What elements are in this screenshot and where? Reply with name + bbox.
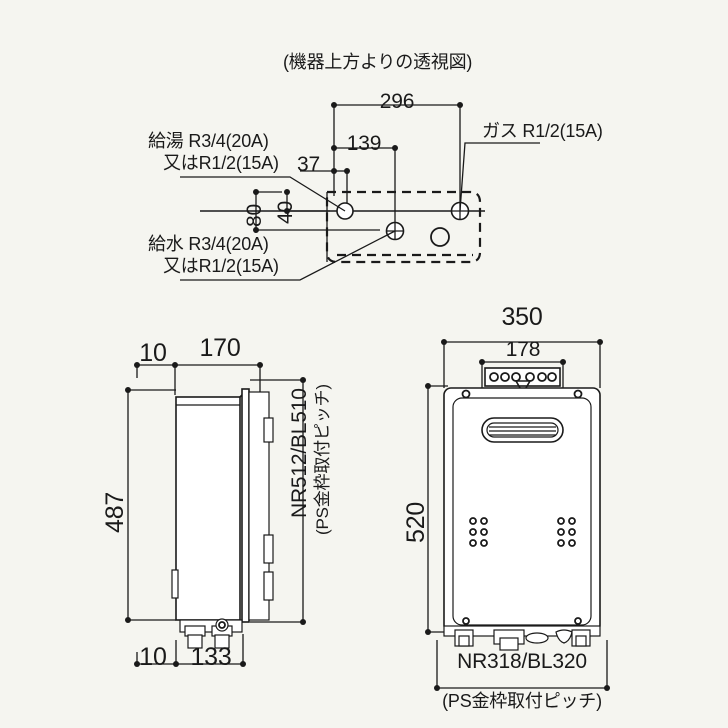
leader-cold-water [180, 230, 396, 281]
leader-hot-water [180, 176, 346, 212]
front-dot-grid-right [557, 517, 576, 547]
callout-hot-water-line1: 給湯 R3/4(20A) [148, 131, 269, 151]
port-drain [430, 227, 450, 247]
dim-296-label: 296 [379, 90, 415, 113]
callout-hot-water-line2: 又はR1/2(15A) [163, 153, 279, 173]
callout-cold-water-line2: 又はR1/2(15A) [163, 256, 279, 276]
dim-40-label: 40 [274, 201, 297, 224]
front-dot-grid-left [469, 517, 488, 547]
leader-gas [459, 142, 540, 212]
front-control-pointer [514, 380, 532, 395]
dim-139-label: 139 [346, 132, 382, 155]
side-dim-133-label: 133 [190, 643, 232, 671]
front-bottom-fittings [443, 625, 601, 651]
dim-80-label: 80 [243, 204, 266, 227]
front-dim-350-label: 350 [501, 303, 543, 331]
side-pitch-model-label: NR512/BL510 [288, 388, 311, 518]
side-bracket-tab-bot [263, 571, 274, 601]
side-dim-170-label: 170 [199, 334, 241, 362]
side-dim-487-label: 487 [101, 491, 129, 533]
callout-cold-water-line1: 給水 R3/4(20A) [148, 234, 269, 254]
front-screw-tr [573, 389, 583, 399]
dim-37-label: 37 [297, 153, 320, 176]
side-dim-10-bottom-label: 10 [139, 643, 167, 671]
side-bottom-fittings [179, 618, 243, 649]
front-dim-520-label: 520 [402, 501, 430, 543]
front-screw-bl [462, 617, 470, 625]
side-pitch-note-label: (PS金枠取付ピッチ) [313, 384, 332, 535]
front-pitch-bracket [436, 640, 608, 689]
side-view-group [125, 362, 306, 667]
top-view-group [180, 102, 540, 281]
side-unit-body [175, 396, 241, 621]
front-dim-178-label: 178 [505, 338, 541, 361]
front-screw-tl [461, 389, 471, 399]
side-mount-plate [241, 388, 250, 623]
side-bracket-tab-mid [263, 534, 274, 564]
front-screw-br [574, 617, 582, 625]
front-view-group [425, 339, 610, 691]
callout-gas-line1: ガス R1/2(15A) [482, 121, 603, 141]
side-left-tab [171, 569, 179, 599]
top-view-caption: (機器上方よりの透視図) [283, 52, 473, 72]
top-view-unit-outline [325, 190, 482, 264]
front-pitch-model-label: NR318/BL320 [457, 650, 587, 673]
front-cabinet-inner [452, 397, 592, 626]
front-pitch-note-label: (PS金枠取付ピッチ) [442, 691, 602, 711]
side-bracket-tab-top [263, 417, 274, 443]
front-vent-louver [481, 417, 564, 443]
side-dim-10-top-label: 10 [139, 339, 167, 367]
